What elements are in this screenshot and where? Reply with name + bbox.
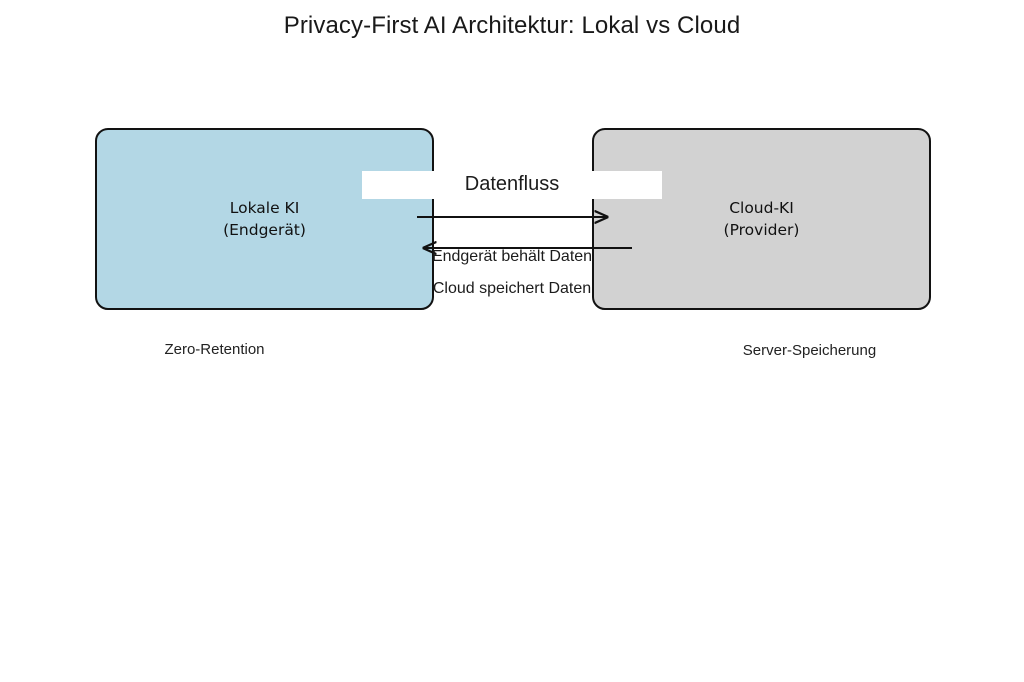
diagram-title: Privacy-First AI Architektur: Lokal vs C… [283,12,741,39]
node-caption-zero-retention: Zero-Retention [164,341,265,358]
annotation-cloud-speichert-daten: Cloud speichert Daten [432,280,592,297]
edge-label-datenfluss: Datenfluss [362,171,662,199]
gap-mask-mid [435,219,591,246]
edge-label-endgeraet-behaelt-daten: Endgerät behält Daten [431,248,593,265]
node-caption-server-speicherung: Server-Speicherung [742,342,877,359]
